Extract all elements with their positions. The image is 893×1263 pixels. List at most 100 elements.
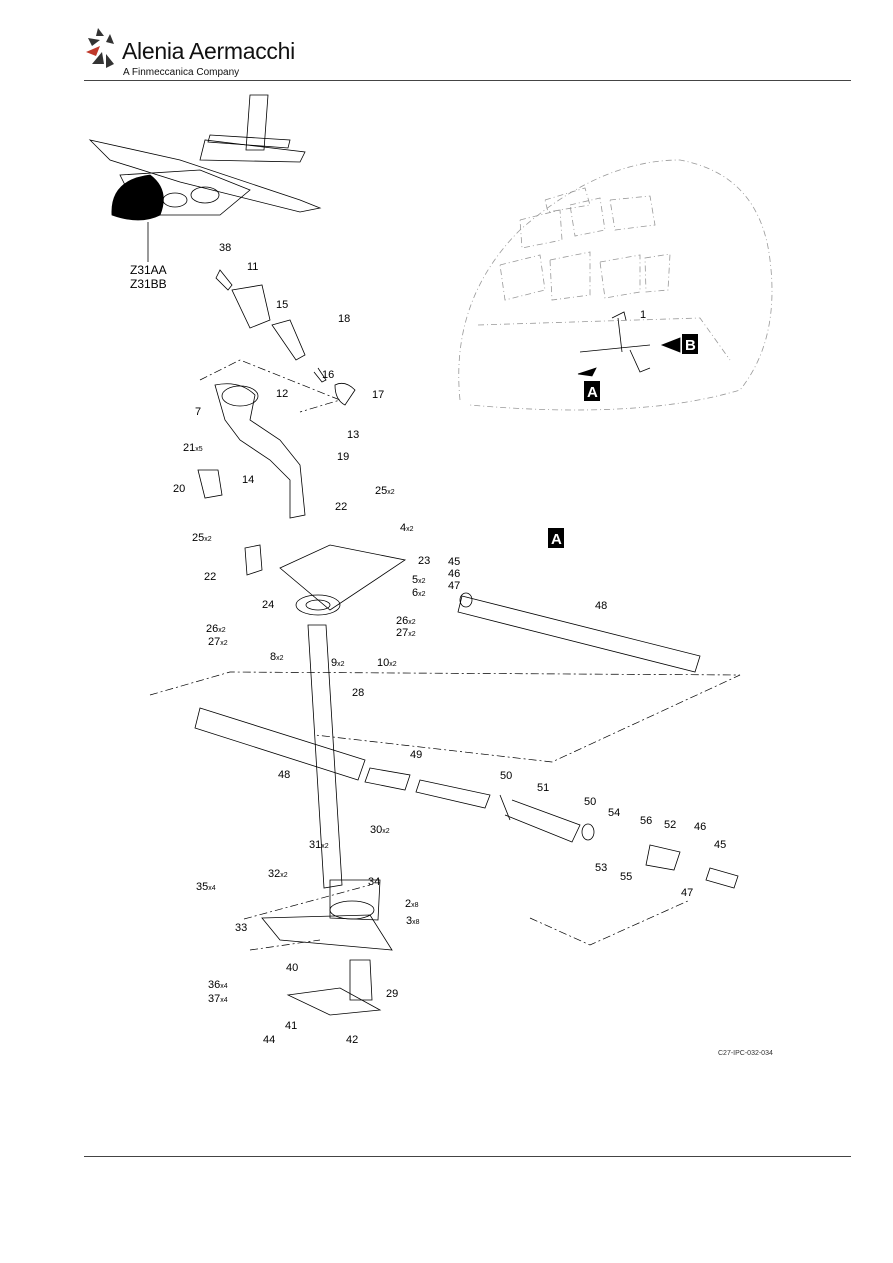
footer-rule [84,1156,851,1157]
brand-name: Alenia Aermacchi [122,38,295,64]
callout-number: 37x4 [208,993,228,1005]
callout-number: 11 [247,261,258,273]
callout-number: 15 [276,299,288,311]
callout-number: 22 [335,501,347,513]
callout-number: 27x2 [208,636,228,648]
callout-number: 7 [195,406,201,418]
callout-number: 33 [235,922,247,934]
assembly-boundary-lines [149,359,741,951]
callout-quantity: x2 [220,640,228,647]
callout-number: 25x2 [192,532,212,544]
callout-number: 24 [262,599,274,611]
callout-number: 12 [276,388,288,400]
zone-label: Z31BB [130,277,167,291]
view-b-label: B [682,334,698,354]
callout-number: 22 [204,571,216,583]
callout-number: 30x2 [370,824,390,836]
callout-number: 26x2 [206,623,226,635]
control-linkage-small [579,311,651,373]
control-column-upper [197,269,407,616]
callout-number: 52 [664,819,676,831]
callout-quantity: x5 [195,446,203,453]
svg-text:A: A [587,384,598,401]
callout-number: 38 [219,242,231,254]
callout-number: 1 [640,309,646,321]
callout-number: 10x2 [377,657,397,669]
callout-number: 27x2 [396,627,416,639]
callout-quantity: x2 [382,828,390,835]
callout-number: 48 [278,769,290,781]
callout-quantity: x2 [218,627,226,634]
callout-quantity: x8 [411,902,419,909]
svg-text:A: A [551,531,562,548]
header-rule [84,80,851,81]
callout-number: 45 [448,556,460,568]
aircraft-overview-drawing [88,94,322,262]
callout-quantity: x4 [220,997,228,1004]
callout-number: 31x2 [309,839,329,851]
callout-number: 46 [694,821,706,833]
callout-quantity: x2 [321,843,329,850]
callout-number: 25x2 [375,485,395,497]
callout-number: 53 [595,862,607,874]
callout-number: 35x4 [196,881,216,893]
callout-number: 55 [620,871,632,883]
callout-number: 54 [608,807,620,819]
callout-quantity: x2 [204,536,212,543]
callout-number: 20 [173,483,185,495]
callout-number: 19 [337,451,349,463]
callout-number: 36x4 [208,979,228,991]
callout-number: 56 [640,815,652,827]
figure-reference: C27-IPC-032-034 [718,1050,773,1057]
callout-number: 40 [286,962,298,974]
callout-number: 28 [352,687,364,699]
callout-number: 29 [386,988,398,1000]
zone-label: Z31AA [130,263,167,277]
callout-number: 47 [681,887,693,899]
brand-subtitle: A Finmeccanica Company [123,67,240,78]
page-header: Alenia Aermacchi A Finmeccanica Company [0,0,893,82]
callout-number: 21x5 [183,442,203,454]
view-a-label-detail: A [548,528,564,548]
callout-number: 42 [346,1034,358,1046]
callout-quantity: x2 [337,661,345,668]
callout-quantity: x2 [389,661,397,668]
control-tube-vertical [261,624,393,1016]
callout-quantity: x8 [412,919,420,926]
callout-quantity: x2 [276,655,284,662]
callout-number: 3x8 [406,915,420,927]
callout-number: 49 [410,749,422,761]
callout-quantity: x2 [406,526,414,533]
callout-number: 48 [595,600,607,612]
callout-quantity: x2 [418,591,426,598]
callout-number: 6x2 [412,587,426,599]
brand-logo-icon [86,28,114,68]
callout-number: 23 [418,555,430,567]
callout-number: 32x2 [268,868,288,880]
callout-number: 16 [322,369,334,381]
callout-quantity: x2 [408,619,416,626]
callout-number: 44 [263,1034,275,1046]
callout-number: 50 [584,796,596,808]
callout-number: 8x2 [270,651,284,663]
callout-number: 45 [714,839,726,851]
cockpit-view-drawing [458,159,773,411]
callout-number: 18 [338,313,350,325]
view-b-arrow-icon [660,337,681,353]
callout-number: 4x2 [400,522,414,534]
view-a-label-top: A [584,381,600,401]
callout-quantity: x4 [220,983,228,990]
callout-number: 9x2 [331,657,345,669]
callout-number: 17 [372,389,384,401]
callout-number: 51 [537,782,549,794]
callout-quantity: x2 [387,489,395,496]
callout-number: 46 [448,568,460,580]
control-tube-horizontal [194,592,739,889]
callout-number: 13 [347,429,359,441]
callout-number: 2x8 [405,898,419,910]
callout-number: 5x2 [412,574,426,586]
view-a-arrow-icon [577,367,597,377]
callout-number: 34 [368,876,380,888]
